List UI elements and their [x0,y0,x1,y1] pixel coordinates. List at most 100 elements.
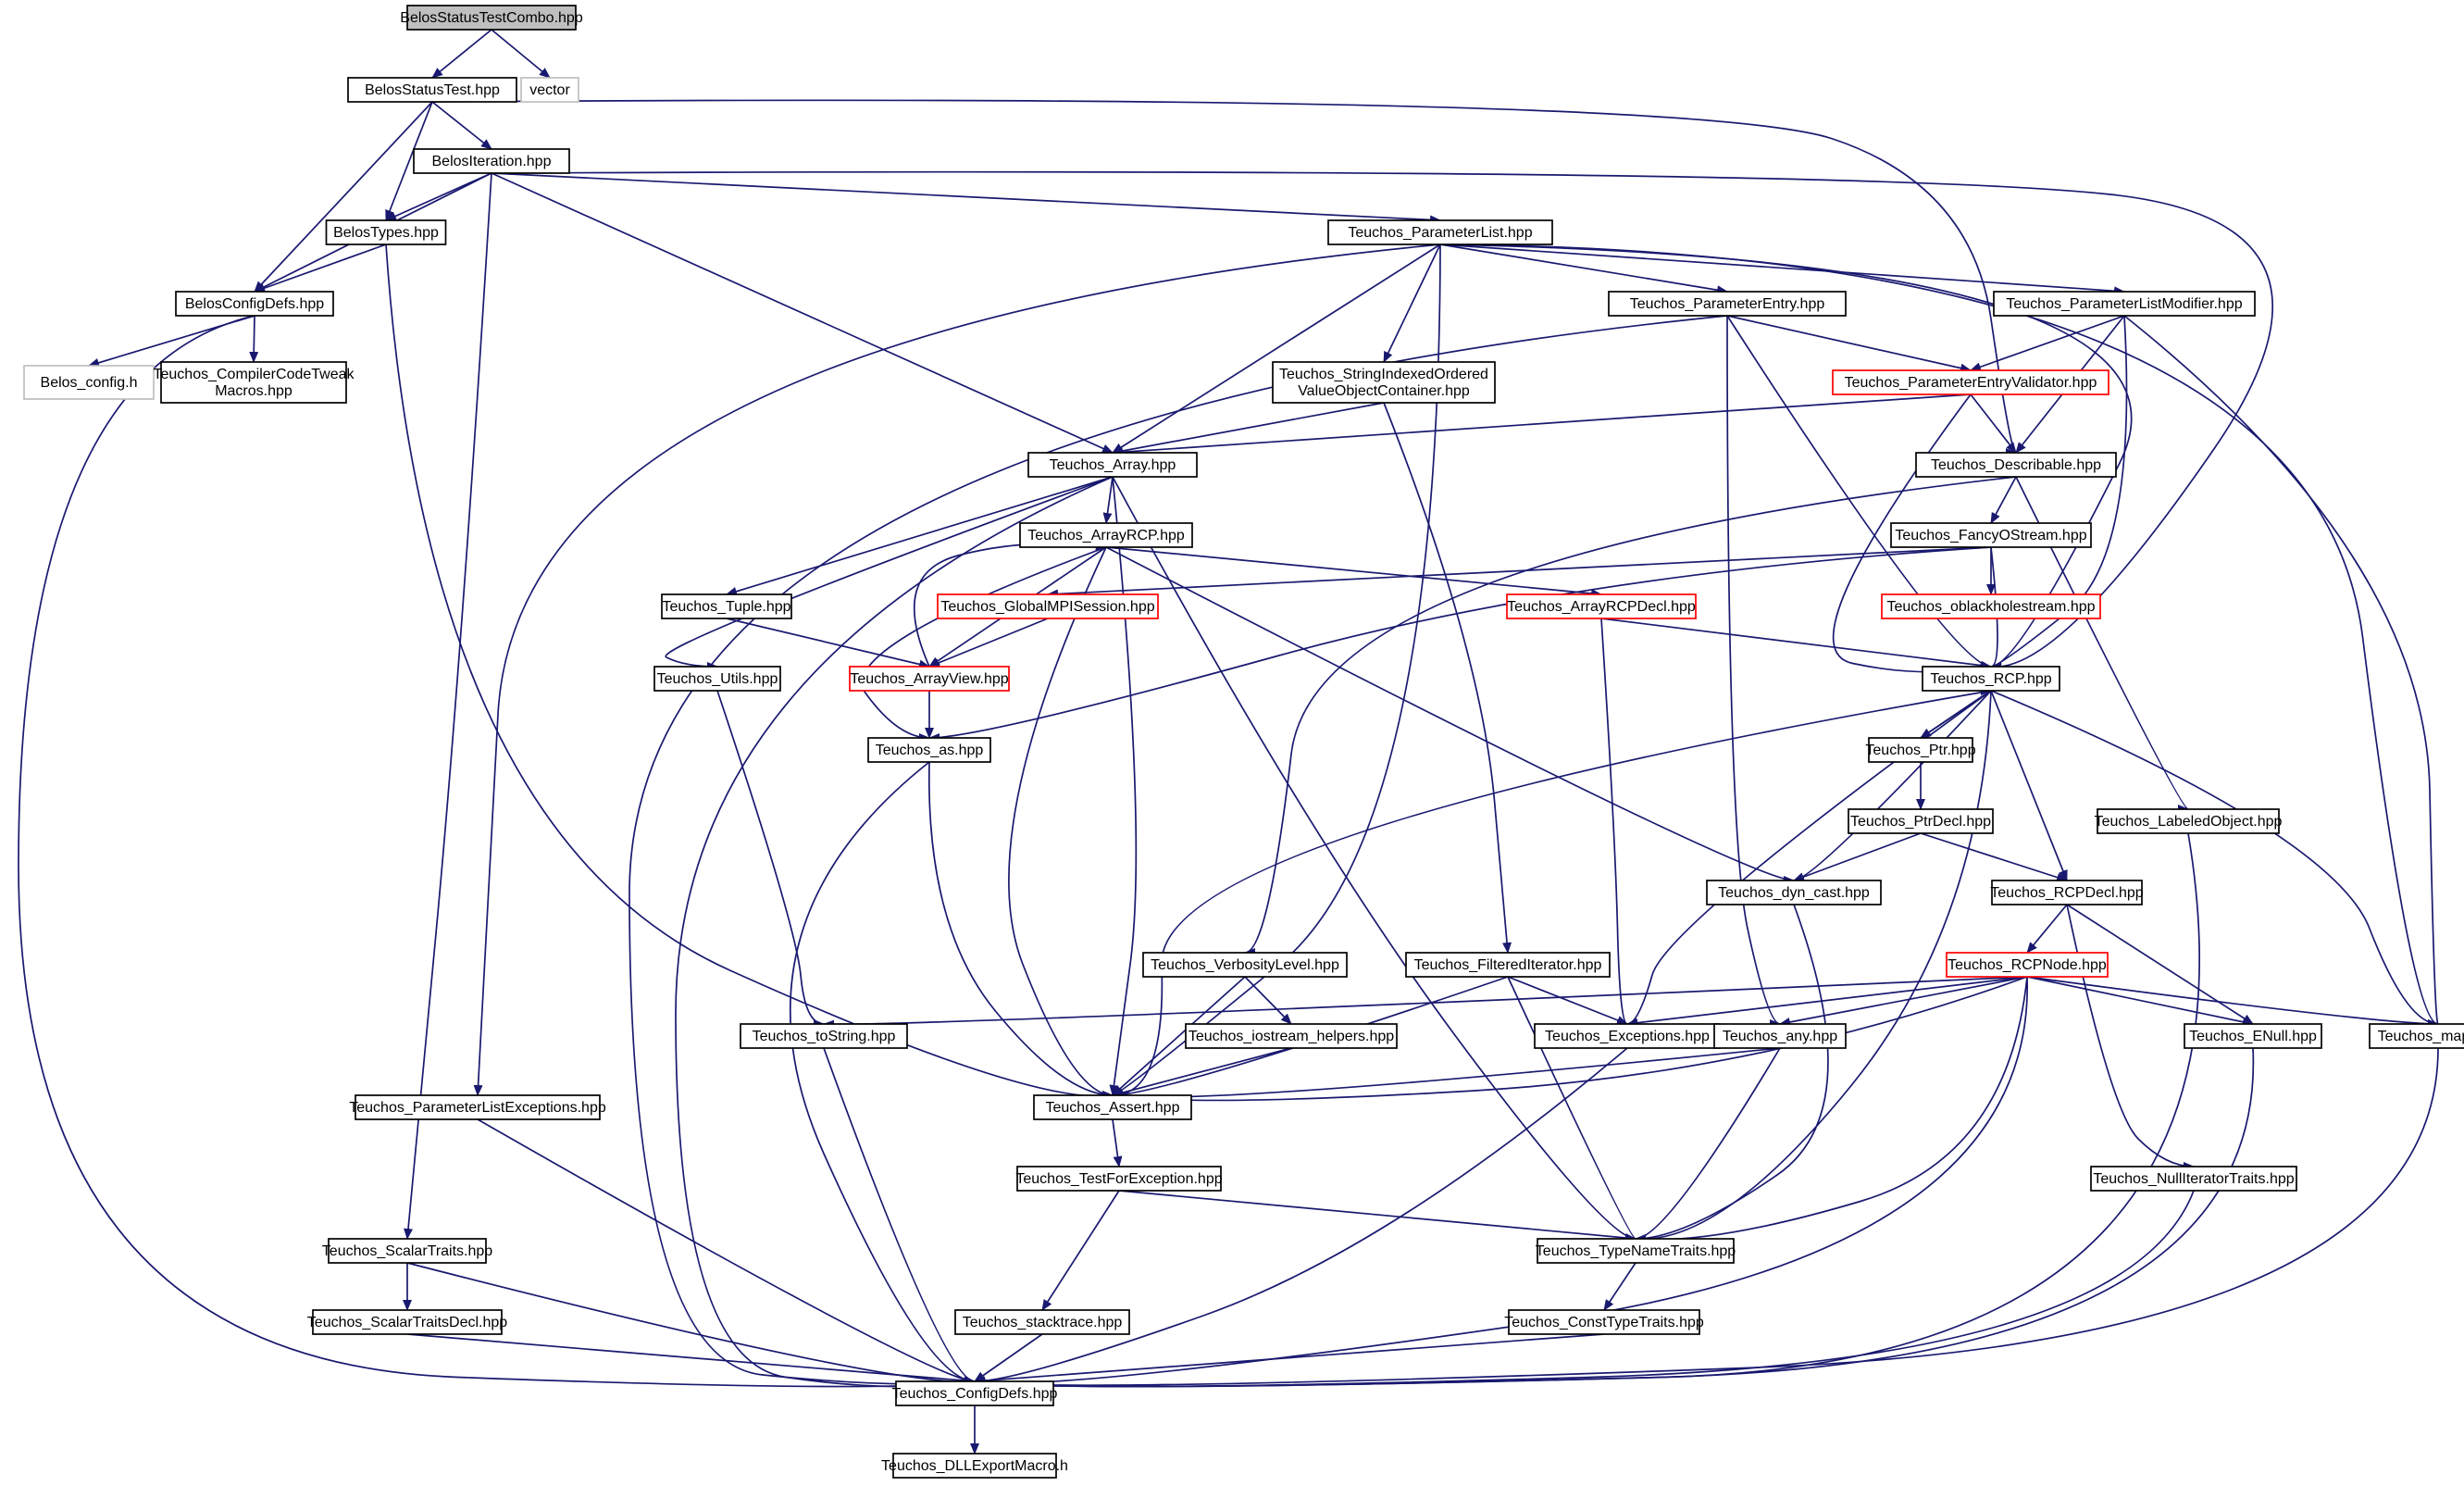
edge-iostream-to-assert [1112,1047,1292,1098]
node-arrayview[interactable]: Teuchos_ArrayView.hpp [849,666,1010,692]
node-label: Teuchos_stacktrace.hpp [963,1315,1123,1330]
node-box [954,1309,1130,1335]
node-consttype[interactable]: Teuchos_ConstTypeTraits.hpp [1504,1309,1704,1335]
node-exceptions[interactable]: Teuchos_Exceptions.hpp [1534,1023,1721,1049]
node-box [895,1380,1054,1406]
node-box [1706,880,1882,905]
node-scalartraits[interactable]: Teuchos_ScalarTraits.hpp [322,1238,492,1264]
edge-rcp-to-exceptions [1626,690,1992,1029]
node-belos_statustest[interactable]: BelosStatusTest.hpp [347,77,517,103]
node-stacktrace[interactable]: Teuchos_stacktrace.hpp [954,1309,1130,1335]
node-box [1019,522,1193,548]
node-assert[interactable]: Teuchos_Assert.hpp [1033,1094,1192,1120]
edge-arrayrcp-to-arrayrcpdecl [1105,546,1602,598]
edge-map-to-configdefs [974,1047,2439,1388]
node-tostring[interactable]: Teuchos_toString.hpp [740,1023,908,1049]
node-label: Teuchos_Tuple.hpp [662,599,790,615]
edge-assert-to-testforexc [1112,1118,1123,1168]
edge-fancyostream-to-as [928,546,1992,743]
node-as[interactable]: Teuchos_as.hpp [867,737,991,763]
edge-rcpnode-to-typename [1635,976,2028,1244]
node-label: Teuchos_LabeledObject.hpp [2095,814,2283,830]
node-box [1991,880,2143,905]
node-box [1142,952,1348,978]
node-globalmpi[interactable]: Teuchos_GlobalMPISession.hpp [937,593,1159,619]
node-rcpdecl[interactable]: Teuchos_RCPDecl.hpp [1990,880,2144,905]
node-map[interactable]: Teuchos_map.hpp [2369,1023,2464,1049]
edge-array-to-arrayrcp [1102,476,1114,524]
edge-verbosity-to-assert [1112,976,1246,1096]
node-array[interactable]: Teuchos_Array.hpp [1027,452,1198,478]
node-dyncast[interactable]: Teuchos_dyn_cast.hpp [1706,880,1882,905]
node-testforexc[interactable]: Teuchos_TestForException.hpp [1015,1166,1223,1192]
node-label: Teuchos_as.hpp [876,743,984,758]
node-labeledobject[interactable]: Teuchos_LabeledObject.hpp [2095,808,2283,834]
node-label: Teuchos_ParameterEntryValidator.hpp [1845,375,2097,391]
node-belos_config[interactable]: Belos_config.h [23,365,155,400]
node-nulliter[interactable]: Teuchos_NullIteratorTraits.hpp [2090,1166,2297,1192]
node-verbosity[interactable]: Teuchos_VerbosityLevel.hpp [1142,952,1348,978]
node-parameterlist[interactable]: Teuchos_ParameterList.hpp [1327,219,1553,245]
node-label: Teuchos_FilteredIterator.hpp [1414,957,1602,973]
edge-ptrdecl-to-rcpdecl [1920,832,2068,882]
node-plmodifier[interactable]: Teuchos_ParameterListModifier.hpp [1993,291,2256,317]
edge-belos_iteration-to-parameterlist [491,172,1441,225]
node-box [892,1453,1057,1479]
edge-as-to-configdefs [790,761,976,1386]
node-label: Teuchos_DLLExportMacro.h [881,1458,1068,1474]
node-label: Teuchos_StringIndexedOrdered [1279,367,1488,382]
node-plexceptions[interactable]: Teuchos_ParameterListExceptions.hpp [349,1094,606,1120]
edge-belos_statustest-to-belos_configdefs [254,101,433,293]
node-arrayrcpdecl[interactable]: Teuchos_ArrayRCPDecl.hpp [1506,593,1697,619]
node-label: Teuchos_Ptr.hpp [1865,743,1975,758]
node-fancyostream[interactable]: Teuchos_FancyOStream.hpp [1890,522,2092,548]
node-rcp[interactable]: Teuchos_RCP.hpp [1922,666,2060,692]
edge-fancyostream-to-rcp [1990,546,2002,671]
edge-array-to-tuple [726,476,1114,596]
node-rcpnode[interactable]: Teuchos_RCPNode.hpp [1946,952,2109,978]
edge-belos_iteration-to-scalartraits [404,172,492,1240]
edge-rcp-to-dyncast [1793,690,1992,885]
node-enull[interactable]: Teuchos_ENull.hpp [2184,1023,2322,1049]
node-filtered[interactable]: Teuchos_FilteredIterator.hpp [1405,952,1611,978]
node-belos_iteration[interactable]: BelosIteration.hpp [413,148,570,174]
node-oblackhole[interactable]: Teuchos_oblackholestream.hpp [1881,593,2101,619]
edge-parameterentry-to-pevalidator [1726,315,1972,373]
node-pevalidator[interactable]: Teuchos_ParameterEntryValidator.hpp [1832,369,2109,395]
edge-filtered-to-exceptions [1507,976,1628,1025]
node-box [867,737,991,763]
edge-parameterlist-to-parameterentry [1439,244,1728,295]
edge-parameterentry-to-rcp [1726,315,1992,671]
node-label: ValueObjectContainer.hpp [1298,383,1470,399]
node-vector[interactable]: vector [520,77,579,103]
node-arrayrcp[interactable]: Teuchos_ArrayRCP.hpp [1019,522,1193,548]
node-parameterentry[interactable]: Teuchos_ParameterEntry.hpp [1608,291,1847,317]
node-stringindexed[interactable]: Teuchos_StringIndexedOrderedValueObjectC… [1272,361,1496,404]
edge-array-to-assert [1109,476,1138,1096]
node-belos_types[interactable]: BelosTypes.hpp [325,219,447,245]
edge-parameterentry-to-configdefs [628,315,1728,1388]
node-iostream[interactable]: Teuchos_iostream_helpers.hpp [1185,1023,1398,1049]
node-scalartraitsdecl[interactable]: Teuchos_ScalarTraitsDecl.hpp [307,1309,508,1335]
node-dllexport[interactable]: Teuchos_DLLExportMacro.h [881,1453,1068,1479]
edge-ptr-to-rcp [1920,686,1992,739]
node-box [1185,1023,1398,1049]
node-any[interactable]: Teuchos_any.hpp [1713,1023,1847,1049]
node-label: BelosStatusTestCombo.hpp [400,10,583,26]
node-configdefs[interactable]: Teuchos_ConfigDefs.hpp [892,1380,1058,1406]
node-box [413,148,570,174]
node-ptrdecl[interactable]: Teuchos_PtrDecl.hpp [1848,808,1994,834]
node-label: Teuchos_NullIteratorTraits.hpp [2093,1171,2294,1187]
node-box [849,666,1010,692]
node-root[interactable]: BelosStatusTestCombo.hpp [400,5,583,31]
node-tuple[interactable]: Teuchos_Tuple.hpp [661,593,792,619]
node-utils[interactable]: Teuchos_Utils.hpp [653,666,781,692]
node-label: Teuchos_FancyOStream.hpp [1895,528,2086,543]
edge-root-to-belos_statustest [431,29,492,79]
node-typename[interactable]: Teuchos_TypeNameTraits.hpp [1536,1238,1736,1264]
edge-belos_iteration-to-array [491,172,1114,454]
node-belos_configdefs[interactable]: BelosConfigDefs.hpp [175,291,334,317]
node-describable[interactable]: Teuchos_Describable.hpp [1915,452,2117,478]
node-ptr[interactable]: Teuchos_Ptr.hpp [1865,737,1976,763]
